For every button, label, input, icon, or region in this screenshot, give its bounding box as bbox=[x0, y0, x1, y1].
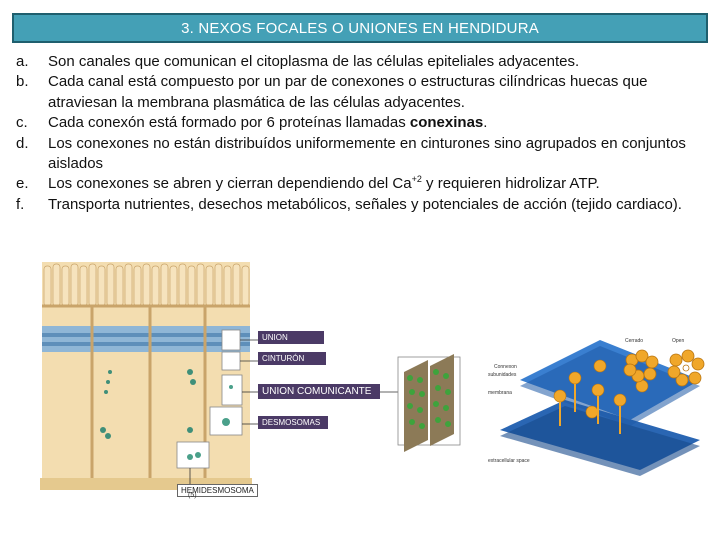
slide-title-bar: 3. NEXOS FOCALES O UNIONES EN HENDIDURA bbox=[12, 13, 708, 43]
list-marker: a. bbox=[16, 53, 29, 70]
closed-connexon-icon bbox=[623, 349, 659, 383]
list-marker: d. bbox=[16, 134, 29, 152]
caption-open: Open bbox=[672, 338, 685, 344]
list-item: e. Los conexones se abren y cierran depe… bbox=[16, 174, 706, 194]
list-text-end: y requieren hidrolizar ATP. bbox=[421, 175, 600, 193]
label-union: UNION bbox=[258, 331, 324, 344]
label-hemi-number: (5) bbox=[188, 492, 197, 499]
label-hemidesmosoma: HEMIDESMOSOMA bbox=[177, 484, 258, 497]
label-cinturon: CINTURÓN bbox=[258, 352, 326, 365]
connexon-membrane-drawing bbox=[500, 340, 705, 476]
caption-extracellular: extracellular space bbox=[488, 458, 530, 464]
list-marker: b. bbox=[16, 73, 29, 91]
list-text: Los conexones no están distribuídos unif… bbox=[48, 134, 686, 173]
list-text: Son canales que comunican el citoplasma … bbox=[48, 53, 580, 70]
list-item: c. Cada conexón está formado por 6 prote… bbox=[16, 113, 706, 133]
list-item: a. Son canales que comunican el citoplas… bbox=[16, 52, 706, 72]
superscript: +2 bbox=[411, 174, 422, 185]
list-text: Cada conexón está formado por 6 proteína… bbox=[48, 114, 410, 132]
list-marker: c. bbox=[16, 114, 28, 132]
open-connexon-icon bbox=[667, 349, 705, 387]
list-text: Los conexones se abren y cierran dependi… bbox=[48, 175, 412, 193]
caption-membrane: membrana bbox=[488, 390, 512, 396]
caption-closed: Cerrado bbox=[625, 338, 644, 344]
label-union-comunicante: UNION COMUNICANTE bbox=[258, 384, 380, 399]
bullet-list: a. Son canales que comunican el citoplas… bbox=[16, 52, 706, 215]
label-desmosomas: DESMOSOMAS bbox=[258, 416, 328, 429]
gap-junction-membrane-drawing bbox=[397, 354, 461, 452]
bold-term: conexinas bbox=[409, 114, 484, 132]
list-text-end: . bbox=[483, 114, 488, 132]
list-text: Transporta nutrientes, desechos metabóli… bbox=[48, 195, 682, 213]
list-text: Cada canal está compuesto por un par de … bbox=[48, 73, 648, 111]
list-item: d. Los conexones no están distribuídos u… bbox=[16, 134, 706, 175]
caption-subunits: subunidades bbox=[488, 372, 517, 378]
list-item: f. Transporta nutrientes, desechos metab… bbox=[16, 195, 706, 215]
list-marker: e. bbox=[16, 175, 29, 193]
list-item: b. Cada canal está compuesto por un par … bbox=[16, 72, 706, 113]
caption-connexon: Connexon bbox=[494, 364, 517, 370]
list-marker: f. bbox=[16, 195, 25, 213]
epithelial-cells-drawing bbox=[40, 262, 398, 490]
slide-title: 3. NEXOS FOCALES O UNIONES EN HENDIDURA bbox=[181, 19, 539, 37]
